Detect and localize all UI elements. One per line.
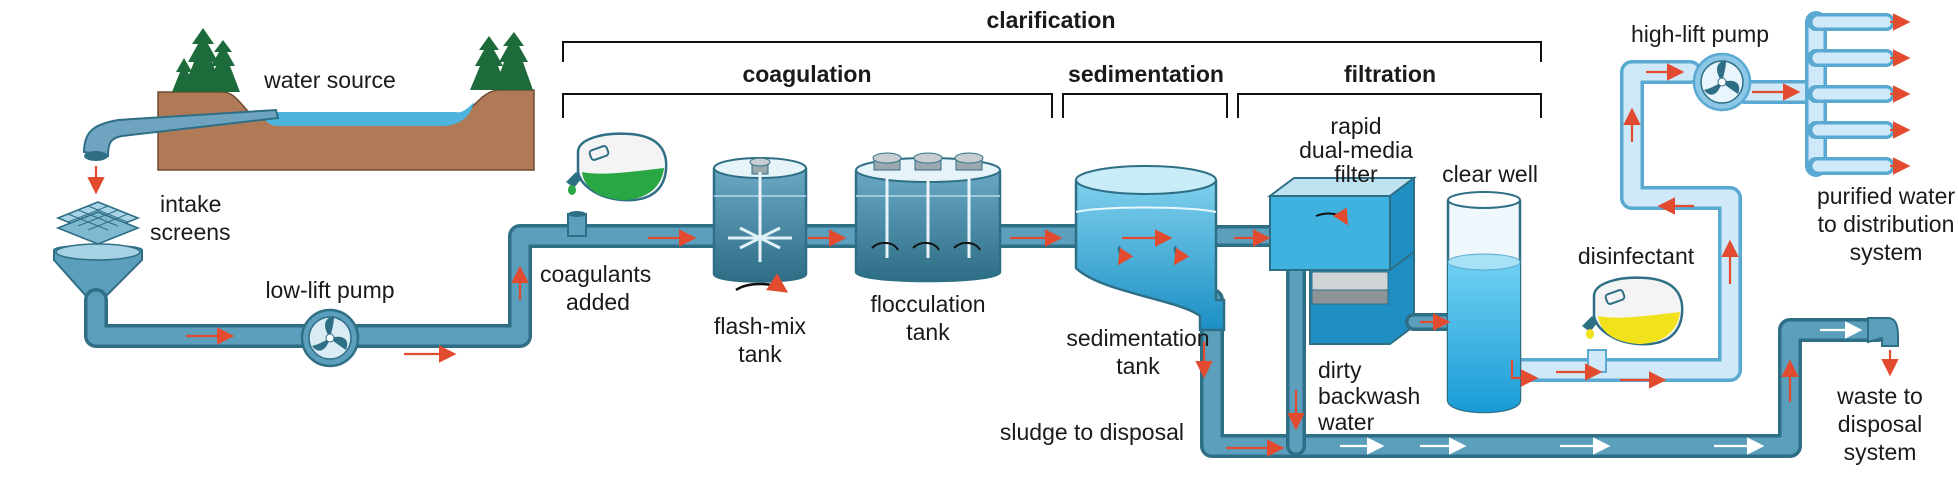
filtration-bracket: [1237, 93, 1542, 118]
intake-label-2: screens: [150, 219, 231, 245]
soil: [157, 89, 535, 171]
flocculation-label-2: tank: [906, 319, 950, 345]
flash-mix-tank: [712, 157, 808, 293]
filter-label-2: dual-media: [1299, 137, 1413, 163]
coagulation-bracket: [562, 93, 1053, 118]
filter-label-3: filter: [1334, 161, 1378, 187]
flow-arrows: [186, 13, 1911, 457]
intake-label-1: intake: [160, 191, 221, 217]
intake-screens: [53, 201, 143, 307]
dirty-label-1: dirty: [1318, 357, 1362, 383]
dirty-label-3: water: [1317, 409, 1375, 435]
sludge-label: sludge to disposal: [1000, 419, 1184, 445]
disinfectant-label: disinfectant: [1578, 243, 1695, 269]
sedimentation-tank: [1074, 165, 1226, 379]
screen-mesh: [67, 205, 129, 231]
waste-label-1: waste to: [1836, 383, 1923, 409]
coagulants-label-2: added: [566, 289, 630, 315]
sedimentation-header: sedimentation: [1068, 61, 1224, 87]
sedimentation-tank-label-2: tank: [1116, 353, 1160, 379]
coagulation-header: coagulation: [742, 61, 871, 87]
purified-label-2: to distribution: [1818, 211, 1955, 237]
filtration-header: filtration: [1344, 61, 1436, 87]
trees-left: [172, 28, 240, 92]
clarification-header: clarification: [986, 7, 1115, 33]
sludge-arrows: [1340, 321, 1863, 455]
disinfectant-bottle: [1582, 276, 1684, 346]
sedimentation-tank-label-1: sedimentation: [1066, 325, 1209, 351]
flocculation-label-1: flocculation: [870, 291, 985, 317]
clear-well-label: clear well: [1442, 161, 1538, 187]
purified-label-3: system: [1850, 239, 1923, 265]
purified-label-1: purified water: [1817, 183, 1955, 209]
high-lift-pump: [1692, 52, 1752, 112]
trees-right: [470, 32, 533, 90]
dual-media-filter: [1267, 176, 1417, 345]
screen-grid: [55, 201, 141, 245]
dirty-label-2: backwash: [1318, 383, 1420, 409]
clarification-bracket: [562, 41, 1542, 62]
waste-label-2: disposal: [1838, 411, 1922, 437]
low-lift-pump-label: low-lift pump: [265, 277, 394, 303]
water-source-label: water source: [263, 67, 396, 93]
sedimentation-bracket: [1062, 93, 1228, 118]
waste-label-3: system: [1844, 439, 1917, 465]
intake-pipe-mouth: [84, 151, 108, 161]
water-source: [82, 28, 535, 171]
intake-pipe: [82, 108, 280, 158]
filter-label-1: rapid: [1330, 113, 1381, 139]
flash-mix-label-2: tank: [738, 341, 782, 367]
flash-mix-label-1: flash-mix: [714, 313, 807, 339]
low-lift-pump: [300, 308, 360, 368]
section-brackets: [562, 41, 1542, 118]
high-lift-pump-label: high-lift pump: [1631, 21, 1769, 47]
flocculation-motors: [872, 152, 984, 171]
clear-well: [1446, 191, 1539, 414]
lake-water: [262, 102, 474, 126]
coagulant-bottle: [566, 132, 668, 202]
flocculation-tank: [854, 152, 1002, 283]
coagulants-label-1: coagulants: [540, 261, 651, 287]
